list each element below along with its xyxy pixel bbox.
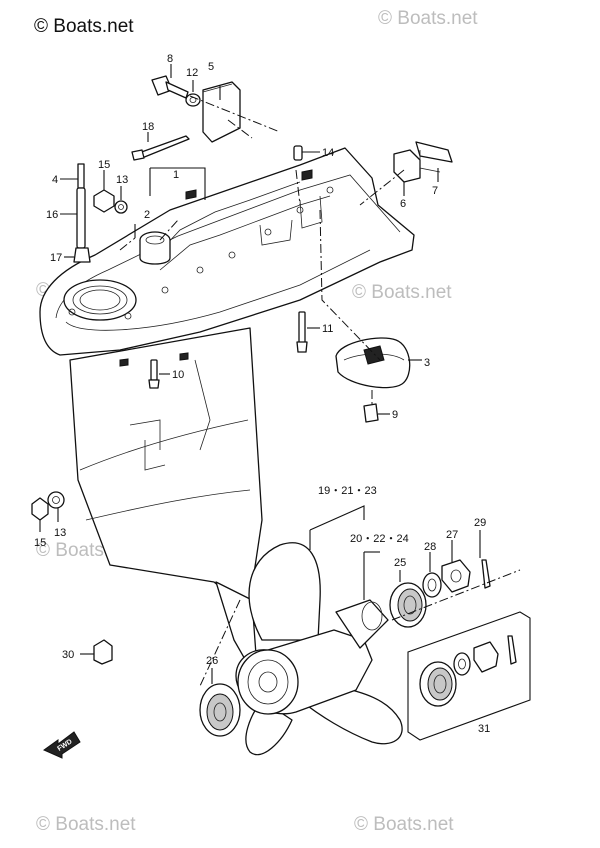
part-11-bolt [296, 311, 320, 353]
callout-13-upper: 13 [116, 174, 128, 186]
part-8-bolt [151, 64, 189, 99]
callout-30: 30 [62, 649, 74, 661]
callout-10: 10 [172, 369, 184, 381]
part-18-link [131, 132, 190, 161]
callout-25: 25 [394, 557, 406, 569]
callout-28: 28 [424, 541, 436, 553]
callout-15-upper: 15 [98, 159, 110, 171]
part-5-cover [202, 81, 241, 143]
callout-labels: 1 2 3 4 5 6 7 8 9 10 11 12 13 13 14 15 1… [34, 53, 490, 735]
part-25-thrust-hub [389, 570, 427, 628]
part-3-trim-tab [335, 337, 422, 389]
part-6-7-bracket [393, 141, 453, 196]
leader-lines [119, 95, 521, 687]
watermark-top-right: © Boats.net [378, 8, 478, 29]
callout-16: 16 [46, 209, 58, 221]
part-15-plug-upper [93, 170, 115, 213]
part-13-gasket-upper [114, 186, 128, 214]
callout-17: 17 [50, 252, 62, 264]
callout-20-22-24: 20・22・24 [350, 533, 409, 545]
callout-9: 9 [392, 409, 398, 421]
watermark-mid-right: © Boats.net [352, 282, 452, 303]
callout-19-21-23: 19・21・23 [318, 485, 377, 497]
callout-6: 6 [400, 198, 406, 210]
callout-26: 26 [206, 655, 218, 667]
part-14-pin [293, 145, 320, 161]
part-12-washer [185, 80, 201, 107]
watermark-bottom-right: © Boats.net [354, 814, 454, 835]
callout-8: 8 [167, 53, 173, 65]
callout-5: 5 [208, 61, 214, 73]
callout-18: 18 [142, 121, 154, 133]
part-4-rod-end [60, 163, 85, 189]
callout-7: 7 [432, 185, 438, 197]
part-26-spacer [199, 668, 241, 737]
callout-13-lower: 13 [54, 527, 66, 539]
part-30-plug [80, 639, 113, 665]
part-16-shift-rod [60, 187, 86, 249]
propeller [235, 542, 403, 756]
callout-31: 31 [478, 723, 490, 735]
watermark-bottom-left: © Boats.net [36, 814, 136, 835]
callout-12: 12 [186, 67, 198, 79]
callout-14: 14 [322, 147, 334, 159]
part-31-kit-box [407, 611, 531, 741]
forward-direction-marker: FWD [42, 731, 81, 759]
callout-29: 29 [474, 517, 486, 529]
part-10-bolt [148, 359, 170, 389]
callout-2: 2 [144, 209, 150, 221]
part-9-bolt [363, 403, 390, 423]
watermark-top-left: © Boats.net [34, 16, 134, 37]
part-29-cotter-pin [479, 530, 491, 589]
part-13-gasket-lower [47, 491, 65, 522]
callout-1: 1 [173, 169, 179, 181]
callout-27: 27 [446, 529, 458, 541]
callout-15-lower: 15 [34, 537, 46, 549]
callout-3: 3 [424, 357, 430, 369]
part-28-washer [422, 552, 442, 598]
part-15-plug-lower [31, 497, 49, 532]
part-27-nut [441, 540, 471, 593]
callout-4: 4 [52, 174, 58, 186]
gear-case-housing [39, 147, 415, 683]
part-17-fitting [64, 247, 91, 263]
callout-11: 11 [322, 323, 333, 335]
